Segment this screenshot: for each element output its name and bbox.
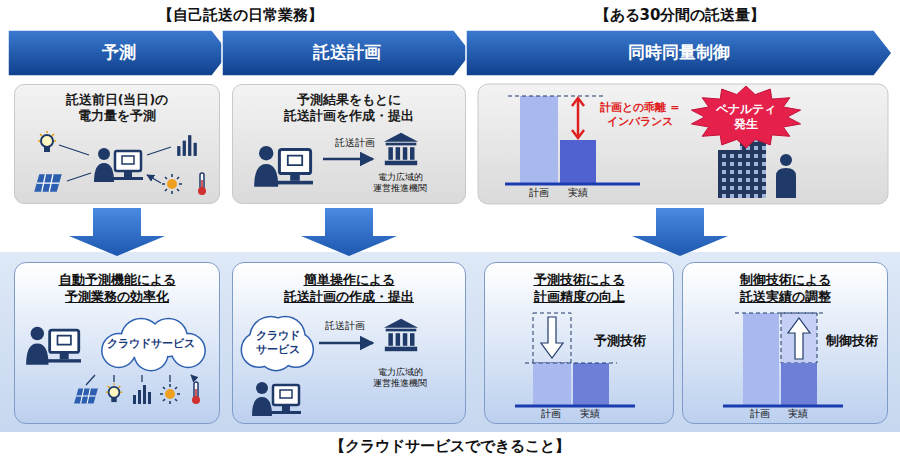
process-chevron: 託送計画 xyxy=(222,30,472,76)
node-text: 自動予測機能による 予測業務の効率化 xyxy=(55,272,180,305)
down-arrow xyxy=(632,208,728,256)
arrow-label: 託送計画 xyxy=(334,137,376,150)
cloud-shape: クラウド サービス xyxy=(243,315,309,371)
control-box xyxy=(478,84,888,204)
section-header: 【自己託送の日常業務】 xyxy=(157,6,324,25)
axis-label: 実績 xyxy=(579,408,601,421)
node-text: ペナルティ 発生 xyxy=(713,102,779,133)
caption: 【クラウドサービスでできること】 xyxy=(329,437,571,456)
down-arrow xyxy=(69,208,165,256)
node-text: 託送計画 xyxy=(312,42,382,64)
process-chevron: 同時同量制御 xyxy=(466,30,892,76)
technique-label: 制御技術 xyxy=(825,333,879,349)
axis-label: 計画 xyxy=(528,187,550,200)
node-text: 制御技術による 託送実績の調整 xyxy=(736,272,835,305)
arrow-label: 託送計画 xyxy=(324,320,366,333)
node-text: 予測 xyxy=(101,42,137,64)
technique-label: 予測技術 xyxy=(593,333,647,349)
service-box: 簡単操作による 託送計画の作成・提出クラウド サービス xyxy=(232,262,466,424)
office-building xyxy=(718,138,796,198)
section-header: 【ある30分間の託送量】 xyxy=(594,6,767,25)
node-text: 予測技術による 計画精度の向上 xyxy=(530,272,629,305)
service-box: 自動予測機能による 予測業務の効率化クラウドサービス xyxy=(14,262,220,424)
building-label: 電力広域的 運営推進機関 xyxy=(370,367,430,390)
node-text: クラウド サービス xyxy=(256,329,296,357)
node-text: 予測結果をもとに 託送計画を作成・提出 xyxy=(281,92,418,124)
node-text: クラウドサービス xyxy=(106,337,196,351)
node-text: 簡単操作による 託送計画の作成・提出 xyxy=(281,272,418,305)
imbalance-label: 計画との乖離 =インバランス xyxy=(599,101,682,129)
bottom-panel xyxy=(0,252,900,432)
task-box: 託送前日(当日)の 電力量を予測 xyxy=(14,84,220,204)
node-text: 同時同量制御 xyxy=(627,42,731,64)
axis-label: 計画 xyxy=(749,408,771,421)
axis-label: 実績 xyxy=(787,408,809,421)
node-text: 託送前日(当日)の 電力量を予測 xyxy=(59,92,175,124)
axis-label: 計画 xyxy=(540,408,562,421)
cloud-shape: クラウドサービス xyxy=(89,317,213,371)
axis-label: 実績 xyxy=(567,187,589,200)
building-label: 電力広域的 運営推進機関 xyxy=(370,172,430,195)
down-arrow xyxy=(301,208,397,256)
process-chevron: 予測 xyxy=(8,30,230,76)
penalty-burst: ペナルティ 発生 xyxy=(690,86,802,148)
